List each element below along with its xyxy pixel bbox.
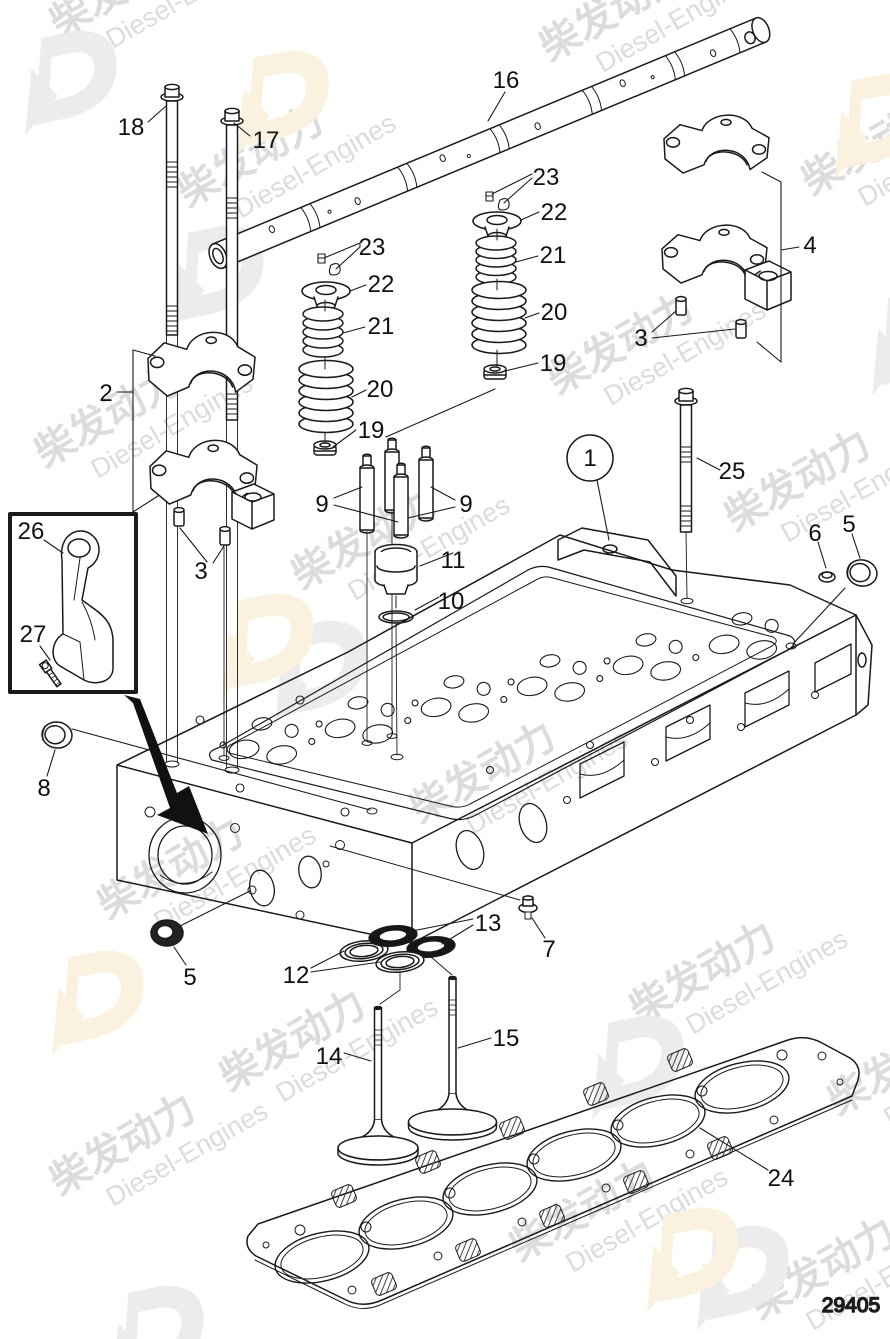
- callout-label-14: 14: [316, 1043, 343, 1070]
- callout-label-24: 24: [768, 1165, 795, 1192]
- callout-label-6: 6: [808, 520, 821, 547]
- intake-valve-14: [337, 1005, 419, 1166]
- bracket-screw-27: [38, 659, 62, 688]
- callout-label-7: 7: [542, 936, 555, 963]
- valve-guides: [333, 437, 456, 746]
- callout-label-22-right: 22: [541, 199, 568, 226]
- valve-stem-seals: [310, 918, 474, 1005]
- callout-label-27: 27: [20, 621, 47, 648]
- callout-label-25: 25: [719, 458, 746, 485]
- callout-label-10: 10: [438, 588, 465, 615]
- callout-label-23-right: 23: [533, 164, 560, 191]
- callout-label-15: 15: [493, 1025, 520, 1052]
- valve-spring-stack-left: [298, 242, 496, 456]
- plug-6: [817, 541, 836, 583]
- watermark-logo-icon: [112, 1285, 204, 1339]
- callout-label-21-left: 21: [368, 313, 395, 340]
- outer-valve-spring-right: [471, 280, 527, 355]
- callout-label-26: 26: [18, 518, 45, 545]
- callout-label-5-left: 5: [183, 964, 196, 991]
- callout-label-20-right: 20: [541, 299, 568, 326]
- callout-label-12: 12: [283, 962, 310, 989]
- callout-label-23-left: 23: [359, 234, 386, 261]
- watermark-logo-icon: [52, 950, 144, 1056]
- drawing-number: 29405: [822, 1294, 880, 1317]
- inner-valve-spring-left: [302, 306, 344, 358]
- callout-label-13: 13: [475, 910, 502, 937]
- cap-pins-right: [651, 295, 747, 339]
- callout-label-18: 18: [118, 114, 145, 141]
- bearing-caps-left: [116, 331, 275, 530]
- watermark-logo-icon: [25, 30, 117, 136]
- callout-label-5-right: 5: [842, 511, 855, 538]
- callout-label-4: 4: [803, 232, 816, 259]
- watermark-logo-icon: [872, 290, 890, 396]
- callout-label-19-right: 19: [540, 350, 567, 377]
- callout-label-22-left: 22: [368, 271, 395, 298]
- bearing-caps-right: [661, 114, 800, 363]
- callout-label-21-right: 21: [540, 242, 567, 269]
- watermark-logo-icon: [222, 593, 314, 699]
- head-gasket: [246, 1036, 860, 1309]
- callout-label-9-right: 9: [459, 491, 472, 518]
- callout-circle-1: [566, 434, 614, 482]
- head-bolt-25: [674, 387, 698, 605]
- callout-label-9-left: 9: [315, 491, 328, 518]
- watermark-logo-icon: [237, 50, 329, 156]
- callout-label-1: 1: [583, 445, 596, 472]
- watermark-logo-icon: [647, 1207, 739, 1313]
- callout-label-17: 17: [253, 127, 280, 154]
- callout-label-2: 2: [99, 380, 112, 407]
- cup-plug-8: [39, 719, 378, 815]
- outer-valve-spring-left: [298, 359, 354, 434]
- inner-valve-spring-right: [475, 235, 517, 285]
- injector-sleeve: [374, 543, 454, 609]
- callout-label-20-left: 20: [367, 376, 394, 403]
- exhaust-valve-15: [407, 975, 498, 1141]
- callout-label-19-left: 19: [358, 417, 385, 444]
- inset-detail-box: [8, 512, 138, 694]
- watermark-logo-icon: [835, 73, 890, 179]
- callout-label-8: 8: [37, 775, 50, 802]
- cap-pins-left: [173, 506, 231, 761]
- callout-label-16: 16: [493, 67, 520, 94]
- callout-label-11: 11: [441, 547, 466, 574]
- valve-spring-stack-right: [471, 173, 540, 380]
- callout-label-3-right: 3: [634, 325, 647, 352]
- callout-label-3-left: 3: [194, 558, 207, 585]
- rocker-shaft: [208, 16, 771, 270]
- plug-screw-7: [329, 845, 546, 939]
- cup-plug-5-left: [150, 890, 251, 966]
- inset-locator-arrow: [124, 695, 208, 834]
- watermark-logo-icon: [592, 1015, 684, 1121]
- lifting-bracket-26: [52, 530, 114, 684]
- rocker-bolt-18: [160, 83, 184, 768]
- cup-plug-5-right: [785, 533, 881, 650]
- cylinder-head: [116, 527, 873, 944]
- sleeve-o-ring: [378, 596, 440, 761]
